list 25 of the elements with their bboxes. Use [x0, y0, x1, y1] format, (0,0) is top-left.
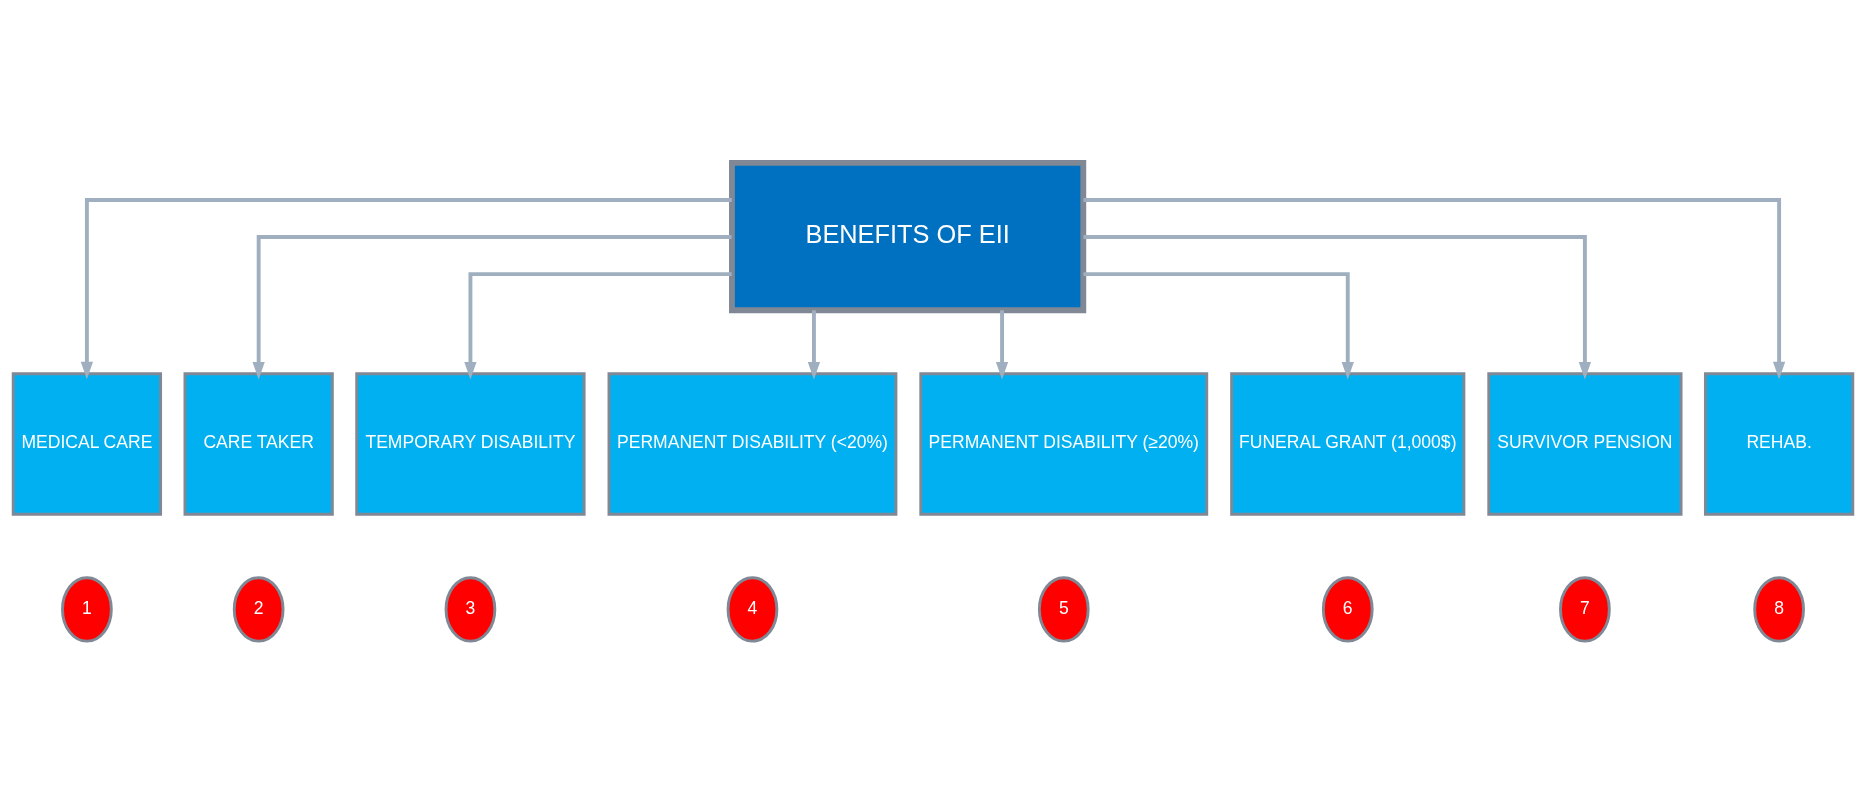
- node-box: PERMANENT DISABILITY (<20%): [607, 372, 898, 516]
- node-ellipse: 5: [1037, 576, 1090, 643]
- arrow: [807, 310, 821, 380]
- arrow: [252, 235, 732, 380]
- arrow: [995, 310, 1009, 380]
- node-box: CARE TAKER: [183, 372, 334, 516]
- arrow: [80, 198, 732, 380]
- node-ellipse: 6: [1321, 576, 1374, 643]
- arrow: [1083, 235, 1592, 380]
- node-box: REHAB.: [1703, 372, 1855, 516]
- node-box: SURVIVOR PENSION: [1487, 372, 1683, 516]
- node-box: MEDICAL CARE: [11, 372, 163, 516]
- node-ellipse: 2: [232, 576, 285, 643]
- node-ellipse: 1: [61, 576, 113, 643]
- node-box: PERMANENT DISABILITY (≥20%): [919, 372, 1209, 516]
- node-box: BENEFITS OF EII: [729, 159, 1087, 314]
- arrow: [464, 272, 732, 380]
- node-ellipse: 7: [1559, 576, 1611, 643]
- arrow: [1083, 198, 1786, 380]
- arrow: [1083, 272, 1354, 380]
- node-box: TEMPORARY DISABILITY: [355, 372, 586, 516]
- node-ellipse: 8: [1753, 576, 1805, 643]
- node-ellipse: 4: [726, 576, 779, 643]
- node-box: FUNERAL GRANT (1,000$): [1230, 372, 1466, 516]
- node-ellipse: 3: [444, 576, 497, 643]
